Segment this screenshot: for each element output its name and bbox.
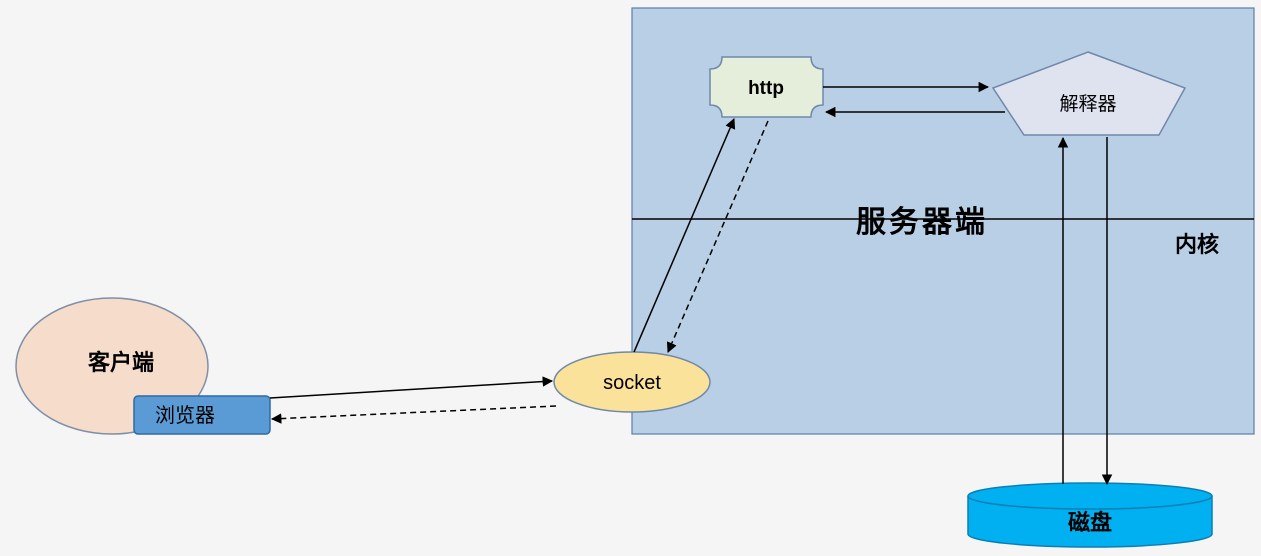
http-label: http [748, 78, 784, 99]
arrow-socket-to-http [633, 118, 736, 353]
arrow-socket-to-browser [270, 405, 557, 424]
browser-label: 浏览器 [155, 403, 215, 427]
server-label: 服务器端 [856, 205, 988, 240]
interpreter-label: 解释器 [1059, 93, 1116, 115]
http-node [709, 56, 824, 118]
disk-label: 磁盘 [1068, 510, 1112, 536]
kernel-label: 内核 [1175, 232, 1219, 258]
browser-node [133, 395, 271, 435]
disk-node [967, 482, 1213, 548]
socket-node [553, 351, 711, 413]
client-label: 客户端 [88, 350, 154, 376]
interpreter-node [991, 51, 1187, 136]
arrow-http-to-socket [666, 120, 769, 353]
socket-label: socket [603, 372, 661, 394]
arrow-browser-to-socket [269, 376, 554, 399]
